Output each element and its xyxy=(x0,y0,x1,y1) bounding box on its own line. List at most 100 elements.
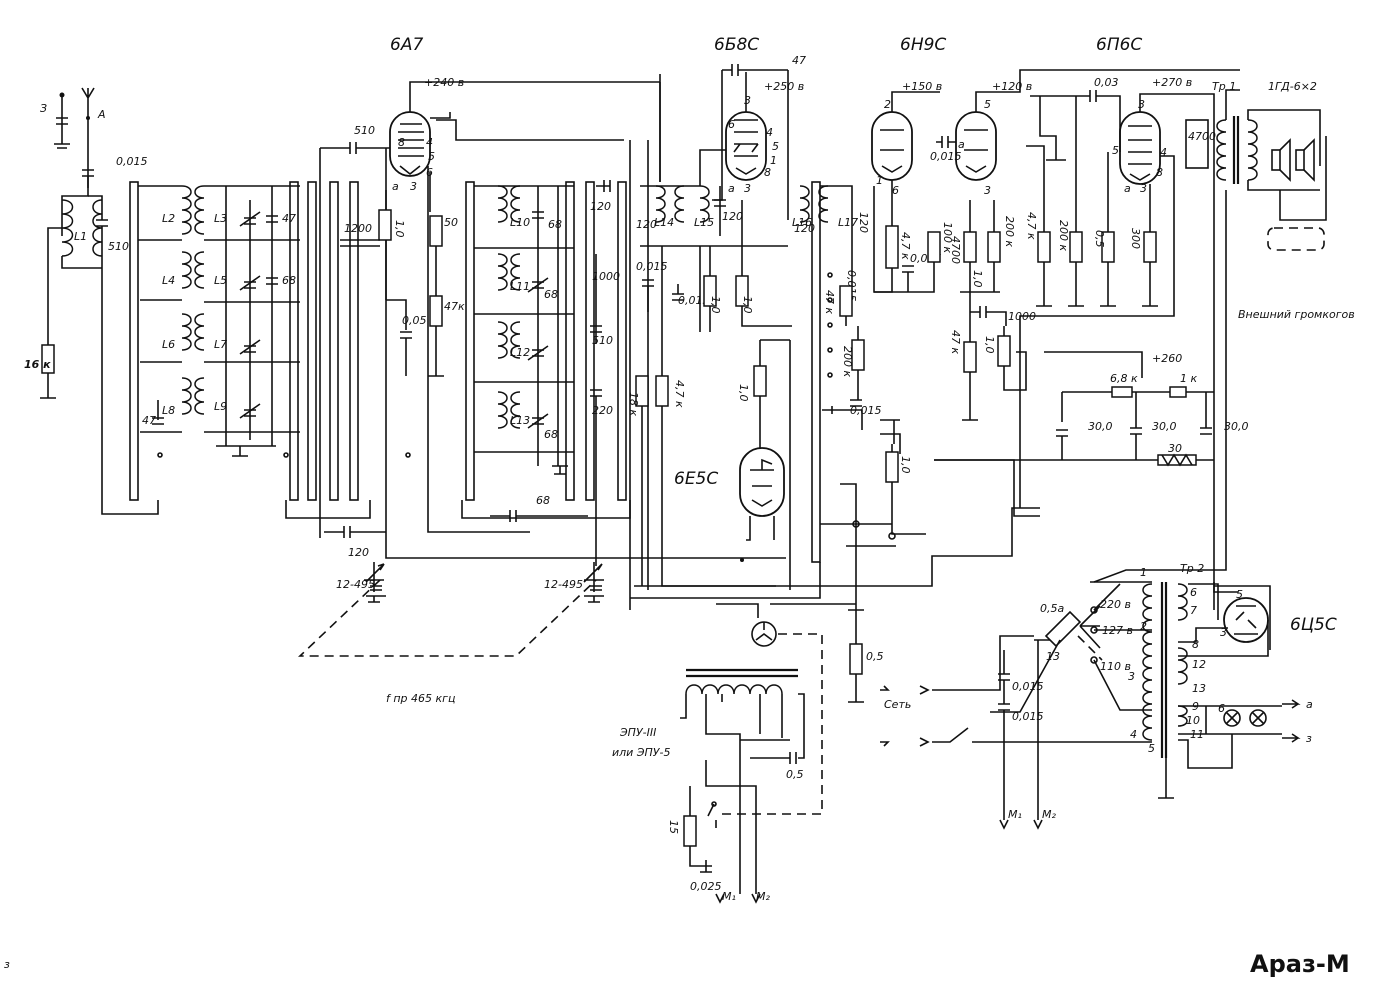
svg-text:5: 5 xyxy=(772,140,779,153)
svg-text:47 к: 47 к xyxy=(949,330,962,354)
tube-6b8s-label: 6Б8С xyxy=(714,35,759,55)
svg-text:15: 15 xyxy=(667,820,680,834)
svg-text:3: 3 xyxy=(1220,626,1227,639)
svg-text:16 к: 16 к xyxy=(24,358,51,371)
svg-text:47: 47 xyxy=(282,212,296,225)
svg-text:68: 68 xyxy=(548,218,562,231)
svg-text:12: 12 xyxy=(1192,658,1206,671)
svg-text:L17: L17 xyxy=(838,216,858,229)
svg-text:47: 47 xyxy=(792,54,806,67)
svg-text:200 к: 200 к xyxy=(841,346,854,377)
svg-text:1,0: 1,0 xyxy=(983,336,996,354)
svg-text:+120 в: +120 в xyxy=(992,80,1032,93)
svg-text:6: 6 xyxy=(1218,702,1225,715)
svg-text:L2: L2 xyxy=(162,212,175,225)
svg-text:0,015: 0,015 xyxy=(1012,680,1044,693)
svg-text:47к: 47к xyxy=(444,300,465,313)
svg-text:1,0: 1,0 xyxy=(737,384,750,402)
svg-text:4: 4 xyxy=(1160,146,1167,159)
svg-text:0,5: 0,5 xyxy=(786,768,804,781)
svg-text:47 к: 47 к xyxy=(823,290,836,314)
svg-text:3: 3 xyxy=(744,94,751,107)
svg-text:Внешний громкогов: Внешний громкогов xyxy=(1238,308,1355,321)
svg-text:18 к: 18 к xyxy=(627,392,640,416)
svg-text:L15: L15 xyxy=(694,216,714,229)
svg-text:1: 1 xyxy=(770,154,777,167)
svg-text:4,7 к: 4,7 к xyxy=(673,380,686,408)
svg-text:120: 120 xyxy=(794,222,815,235)
svg-text:4700: 4700 xyxy=(949,236,962,264)
svg-text:8: 8 xyxy=(764,166,771,179)
svg-text:3: 3 xyxy=(744,182,751,195)
svg-text:1000: 1000 xyxy=(592,270,620,283)
svg-text:1,0: 1,0 xyxy=(709,296,722,314)
svg-text:50: 50 xyxy=(444,216,458,229)
svg-text:0,5а: 0,5а xyxy=(1040,602,1064,615)
svg-text:30: 30 xyxy=(1168,442,1182,455)
svg-text:120: 120 xyxy=(857,212,870,233)
svg-text:110 в: 110 в xyxy=(1100,660,1131,673)
svg-text:з: з xyxy=(1306,732,1312,745)
svg-text:300: 300 xyxy=(1129,228,1142,249)
svg-text:+260: +260 xyxy=(1152,352,1182,365)
svg-text:L11: L11 xyxy=(510,280,530,293)
svg-text:L3: L3 xyxy=(214,212,227,225)
svg-text:200 к: 200 к xyxy=(1057,220,1070,251)
svg-text:+270 в: +270 в xyxy=(1152,76,1192,89)
svg-text:или ЭПУ-5: или ЭПУ-5 xyxy=(612,746,670,759)
svg-text:510: 510 xyxy=(108,240,129,253)
svg-text:L8: L8 xyxy=(162,404,175,417)
svg-text:120: 120 xyxy=(590,200,611,213)
tube-6e5s: 6Е5С xyxy=(674,447,785,562)
svg-text:10: 10 xyxy=(1186,714,1200,727)
svg-text:220: 220 xyxy=(592,404,613,417)
svg-text:47: 47 xyxy=(142,414,156,427)
svg-text:5: 5 xyxy=(984,98,991,111)
svg-text:510: 510 xyxy=(354,124,375,137)
svg-text:4: 4 xyxy=(426,136,433,149)
svg-text:68: 68 xyxy=(544,288,558,301)
svg-text:4,7 к: 4,7 к xyxy=(899,232,912,260)
svg-text:L12: L12 xyxy=(510,346,530,359)
svg-text:f пр 465 кгц: f пр 465 кгц xyxy=(386,692,455,705)
svg-text:8: 8 xyxy=(1192,638,1199,651)
svg-text:L4: L4 xyxy=(162,274,175,287)
svg-text:L14: L14 xyxy=(654,216,674,229)
svg-text:8: 8 xyxy=(1156,166,1163,179)
svg-text:L13: L13 xyxy=(510,414,530,427)
svg-text:5: 5 xyxy=(1148,742,1155,755)
svg-text:12-495: 12-495 xyxy=(544,578,583,591)
svg-text:1200: 1200 xyxy=(344,222,372,235)
misc-wires xyxy=(634,74,1271,650)
svg-text:1,0: 1,0 xyxy=(971,270,984,288)
svg-text:Тр 1: Тр 1 xyxy=(1212,80,1236,93)
svg-text:3: 3 xyxy=(1138,98,1145,111)
power-filter: +260 6,8 к 1 к 30,0 30,0 30,0 30 xyxy=(934,351,1249,467)
svg-text:6: 6 xyxy=(1190,586,1197,599)
svg-text:3: 3 xyxy=(410,180,417,193)
svg-text:1: 1 xyxy=(1140,566,1147,579)
svg-text:30,0: 30,0 xyxy=(1224,420,1249,433)
svg-text:5: 5 xyxy=(428,150,435,163)
svg-text:4: 4 xyxy=(766,126,773,139)
svg-text:Тр 2: Тр 2 xyxy=(1180,562,1204,575)
svg-text:3: 3 xyxy=(1140,182,1147,195)
svg-text:3: 3 xyxy=(1128,670,1135,683)
svg-text:1ГД-6×2: 1ГД-6×2 xyxy=(1268,80,1317,93)
svg-text:L16: L16 xyxy=(792,216,812,229)
speaker-icon xyxy=(1271,138,1315,182)
antenna-label: А xyxy=(97,108,106,121)
svg-text:L7: L7 xyxy=(214,338,227,351)
svg-text:a: a xyxy=(392,180,399,193)
svg-text:30,0: 30,0 xyxy=(1088,420,1113,433)
antenna-icon xyxy=(81,87,95,188)
svg-text:3: 3 xyxy=(984,184,991,197)
svg-text:7: 7 xyxy=(1190,604,1197,617)
svg-text:68: 68 xyxy=(282,274,296,287)
svg-text:68: 68 xyxy=(536,494,550,507)
svg-text:L1: L1 xyxy=(74,230,87,243)
svg-text:200 к: 200 к xyxy=(1003,216,1016,247)
svg-text:М₂: М₂ xyxy=(756,890,770,903)
svg-text:12-495: 12-495 xyxy=(336,578,375,591)
svg-text:30,0: 30,0 xyxy=(1152,420,1177,433)
